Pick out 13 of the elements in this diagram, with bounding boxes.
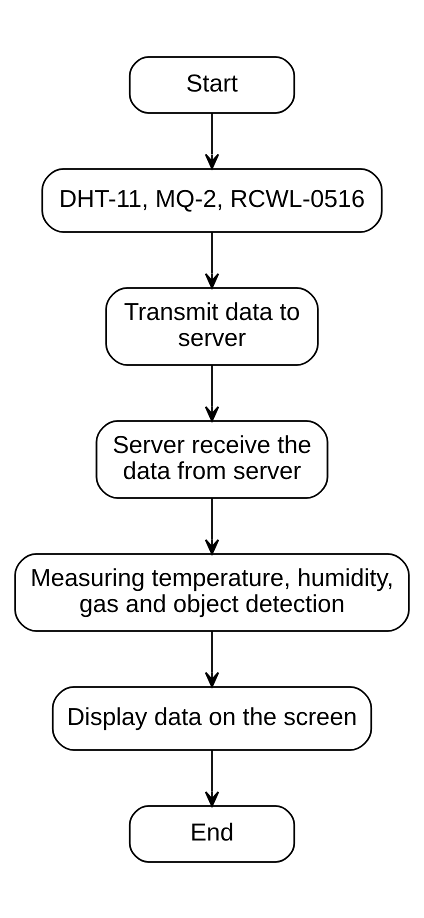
node-box: Transmit data to server: [105, 286, 319, 366]
arrow: [204, 630, 220, 687]
arrow: [204, 498, 220, 554]
arrow: [204, 364, 220, 422]
node-box: End: [128, 804, 296, 862]
arrow: [204, 112, 220, 169]
arrow: [204, 750, 220, 806]
node-box: Server receive the data from server: [96, 420, 328, 498]
node-box: Display data on the screen: [52, 686, 372, 750]
arrow: [204, 232, 220, 288]
node-box: DHT-11, MQ-2, RCWL-0516: [41, 168, 383, 232]
node-box: Start: [128, 56, 296, 114]
node-box: Measuring temperature, humidity, gas and object detection: [14, 552, 410, 632]
